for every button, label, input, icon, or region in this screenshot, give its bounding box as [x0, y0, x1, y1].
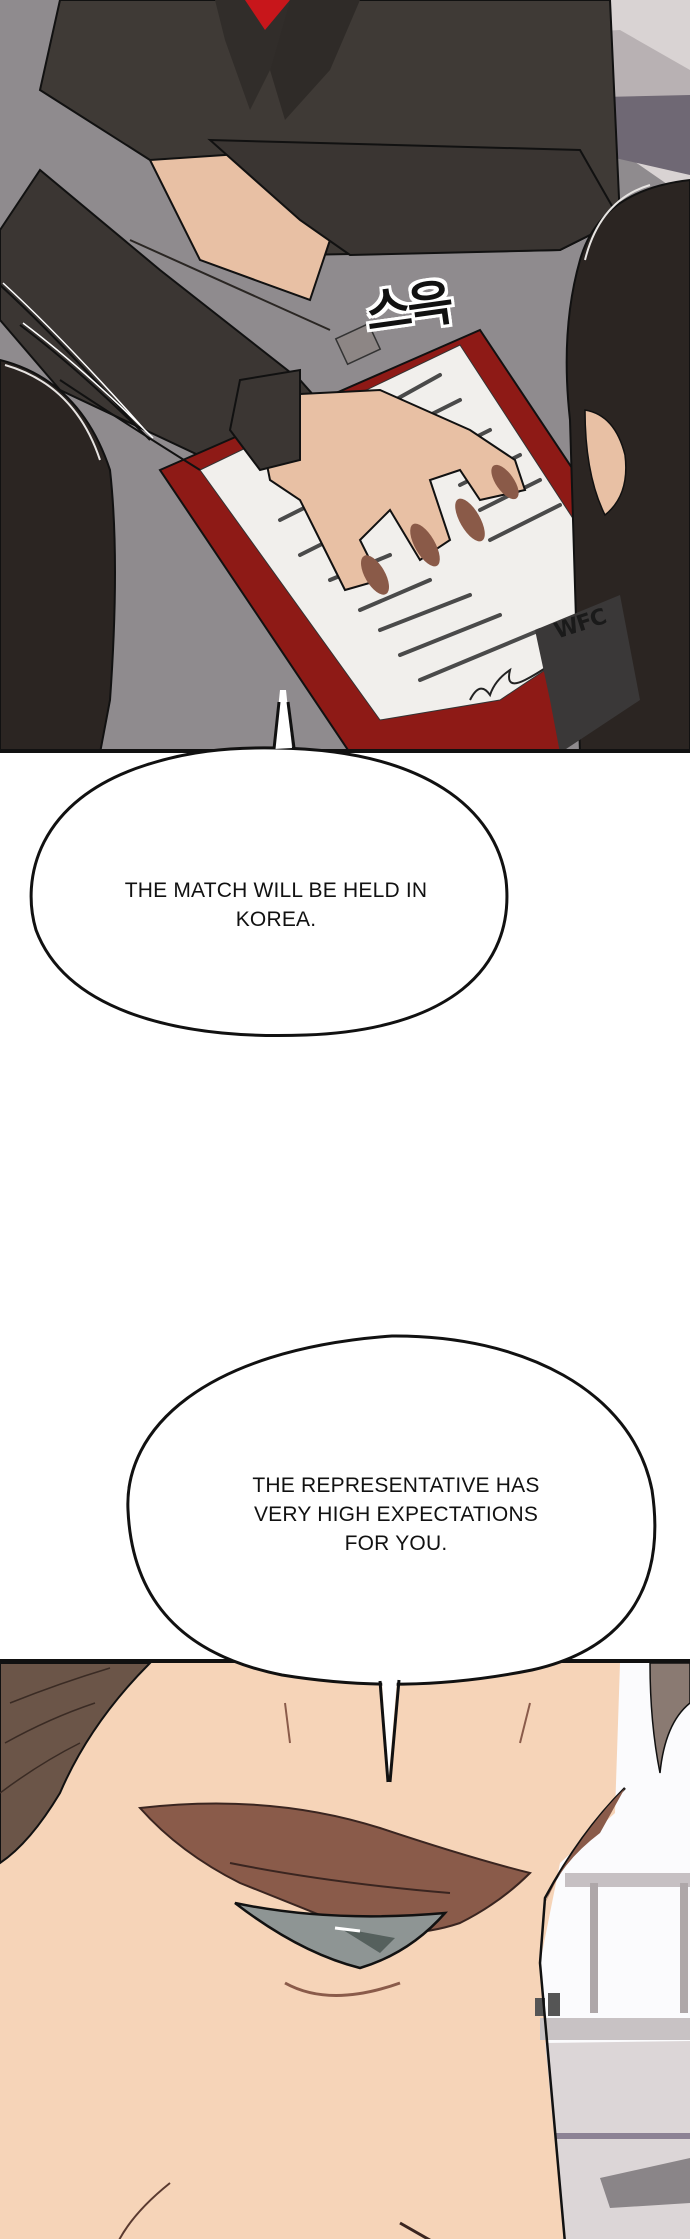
speech-bubble-shape [29, 690, 509, 1037]
panel-bottom-face-closeup [0, 1659, 690, 2239]
bubble-2-line-2: VERY HIGH EXPECTATIONS [253, 1503, 539, 1526]
speech-bubble-1: THE MATCH WILL BE HELD IN KOREA. [26, 690, 526, 1080]
speech-bubble-2: THE REPRESENTATIVE HAS VERY HIGH EXPECTA… [122, 1330, 670, 1785]
bubble-1-text: THE MATCH WILL BE HELD IN KOREA. [26, 876, 526, 934]
bubble-1-line-2: KOREA. [235, 908, 317, 931]
panel-top-contract: 스윽 WFC [0, 0, 690, 753]
bubble-2-line-1: THE REPRESENTATIVE HAS [252, 1474, 540, 1497]
sound-effect-text: 스윽 [361, 273, 454, 343]
bubble-2-text: THE REPRESENTATIVE HAS VERY HIGH EXPECTA… [122, 1471, 670, 1558]
bubble-2-line-3: FOR YOU. [344, 1532, 448, 1555]
face-closeup-illustration [0, 1663, 690, 2239]
contract-illustration [0, 0, 690, 749]
speech-bubble-shape [126, 1334, 657, 1785]
bubble-1-line-1: THE MATCH WILL BE HELD IN [124, 879, 428, 902]
